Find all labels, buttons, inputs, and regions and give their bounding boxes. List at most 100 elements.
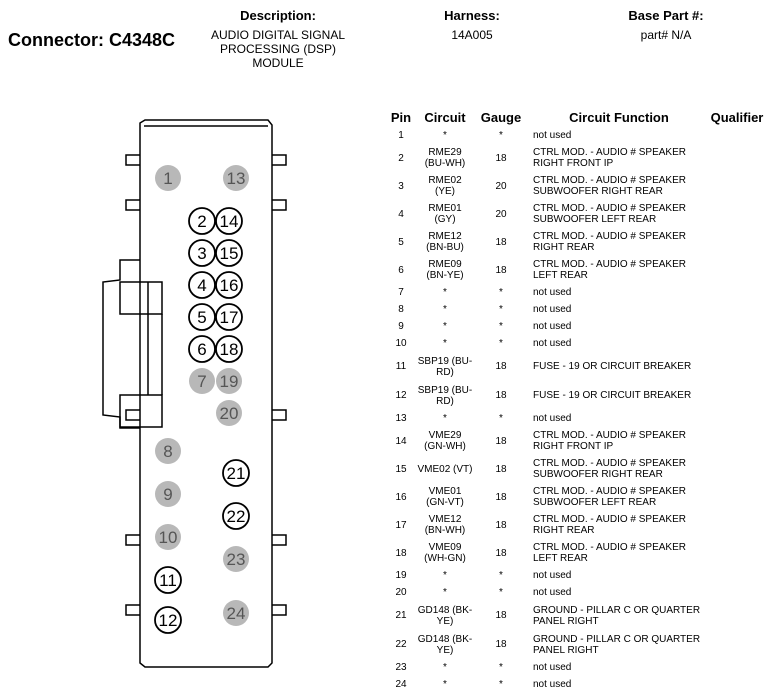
column-header-qualifier: Qualifier	[710, 109, 764, 125]
pin-cell: 23	[395, 662, 407, 673]
description-label: Description:	[240, 8, 316, 23]
pin-label: 1	[163, 169, 172, 188]
pin-circle	[223, 165, 249, 191]
table-row: 23**not used	[385, 659, 765, 676]
qualifier-cell	[709, 584, 765, 601]
qualifier-cell	[709, 455, 765, 483]
circuit-cell: SBP19 (BU-RD)	[417, 355, 473, 378]
circuit-cell: *	[443, 304, 447, 315]
pin-label: 20	[220, 404, 239, 423]
function-cell: CTRL MOD. - AUDIO # SPEAKER LEFT REAR	[533, 259, 686, 281]
qualifier-cell	[709, 659, 765, 676]
function-cell: CTRL MOD. - AUDIO # SPEAKER SUBWOOFER LE…	[533, 203, 686, 225]
pin-circle	[223, 546, 249, 572]
pin-label: 2	[197, 212, 206, 231]
pin-label: 3	[197, 244, 206, 263]
pin-circle	[155, 438, 181, 464]
function-cell: not used	[533, 413, 572, 424]
pin-cell: 20	[395, 587, 407, 598]
table-row: 11 SBP19 (BU-RD) 18 FUSE - 19 OR CIRCUIT BR…	[385, 352, 765, 381]
pin-cell: 4	[398, 208, 404, 220]
qualifier-cell	[709, 335, 765, 352]
pin-label: 6	[197, 340, 206, 359]
circuit-cell: *	[443, 338, 447, 349]
function-cell: FUSE - 19 OR CIRCUIT BREAKER	[533, 361, 692, 372]
pin-cell: 10	[395, 338, 407, 349]
pin-circle	[188, 335, 216, 363]
circuit-cell: SBP19 (BU-RD)	[417, 384, 473, 407]
pin-19: 19	[216, 368, 242, 394]
circuit-cell: VME12 (BN-WH)	[424, 514, 466, 536]
qualifier-cell	[709, 567, 765, 584]
qualifier-cell	[709, 352, 765, 381]
qualifier-cell	[709, 410, 765, 427]
base-part-value: part# N/A	[640, 28, 692, 42]
gauge-cell: 20	[495, 208, 507, 220]
circuit-cell: *	[443, 570, 447, 581]
pin-label: 13	[227, 169, 246, 188]
table-row: 1**not used	[385, 127, 765, 144]
qualifier-cell	[709, 381, 765, 410]
circuit-cell: RME12 (BN-BU)	[426, 231, 464, 253]
gauge-cell: 18	[495, 361, 507, 372]
pin-10: 10	[155, 524, 181, 550]
pin-label: 10	[159, 528, 178, 547]
qualifier-cell	[709, 511, 765, 539]
pin-label: 21	[227, 464, 246, 483]
pin-2: 2	[188, 207, 216, 235]
function-cell: not used	[533, 662, 572, 673]
pin-label: 15	[220, 244, 239, 263]
pin-label: 19	[220, 372, 239, 391]
table-row: 19 * * not used	[385, 567, 765, 584]
pin-circle	[222, 459, 250, 487]
circuit-cell: GD148 (BK-YE)	[417, 633, 473, 656]
pin-15: 15	[215, 239, 243, 267]
pin-circle	[215, 335, 243, 363]
pin-4: 4	[188, 271, 216, 299]
pin-cell: 24	[395, 679, 407, 690]
pin-12: 12	[154, 606, 182, 634]
pin-cell: 2	[398, 152, 404, 164]
gauge-cell: 18	[495, 639, 507, 650]
pin-circle	[215, 271, 243, 299]
pin-label: 16	[220, 276, 239, 295]
pin-label: 5	[197, 308, 206, 327]
pin-8: 8	[155, 438, 181, 464]
pin-cell: 11	[395, 361, 407, 372]
harness-label: Harness:	[444, 8, 500, 23]
function-cell: not used	[533, 130, 572, 141]
circuit-cell: *	[443, 587, 447, 598]
gauge-cell: 18	[495, 547, 507, 559]
gauge-cell: *	[499, 587, 503, 598]
gauge-cell: *	[499, 570, 503, 581]
qualifier-cell	[709, 256, 765, 284]
pin-18: 18	[215, 335, 243, 363]
function-cell: CTRL MOD. - AUDIO # SPEAKER SUBWOOFER LE…	[533, 486, 686, 508]
pin-cell: 12	[395, 390, 407, 401]
pin-circle	[188, 271, 216, 299]
pin-label: 23	[227, 550, 246, 569]
description-value: AUDIO DIGITAL SIGNAL PROCESSING (DSP) MO…	[210, 28, 346, 70]
qualifier-cell	[709, 539, 765, 567]
pin-16: 16	[215, 271, 243, 299]
function-cell: not used	[533, 570, 572, 581]
gauge-cell: 18	[495, 152, 507, 164]
pin-label: 18	[220, 340, 239, 359]
qualifier-cell	[709, 172, 765, 200]
pin-circle	[215, 303, 243, 331]
gauge-cell: 18	[495, 236, 507, 248]
pin-cell: 19	[395, 570, 407, 581]
function-cell: not used	[533, 587, 572, 598]
qualifier-cell	[709, 284, 765, 301]
pin-cell: 16	[395, 491, 407, 503]
pin-3: 3	[188, 239, 216, 267]
function-cell: FUSE - 19 OR CIRCUIT BREAKER	[533, 390, 692, 401]
pin-cell: 14	[395, 435, 407, 447]
pin-5: 5	[188, 303, 216, 331]
